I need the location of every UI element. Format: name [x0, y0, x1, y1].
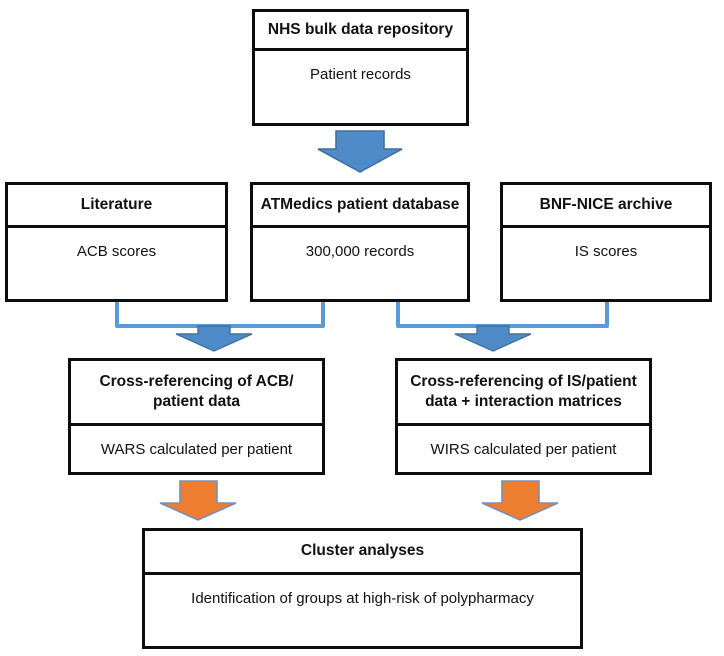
connector-right-bracket: [396, 300, 609, 328]
node-literature-title: Literature: [8, 185, 225, 228]
orange-down-arrow-right: [481, 480, 559, 521]
node-literature-body: ACB scores: [76, 243, 157, 260]
blue-down-arrow-left: [175, 325, 253, 352]
node-atmedics-database-title: ATMedics patient database: [253, 185, 467, 228]
node-nhs-repository: NHS bulk data repository Patient records: [252, 9, 469, 126]
node-cross-referencing-is-title: Cross-referencing of IS/patient data + i…: [398, 361, 649, 426]
node-cluster-analyses-title: Cluster analyses: [145, 531, 580, 575]
node-cross-referencing-acb: Cross-referencing of ACB/ patient data W…: [68, 358, 325, 475]
node-cross-referencing-acb-title: Cross-referencing of ACB/ patient data: [71, 361, 322, 426]
blue-down-arrow-top: [317, 130, 403, 173]
node-cross-referencing-acb-body: WARS calculated per patient: [100, 440, 293, 458]
node-atmedics-database-body: 300,000 records: [305, 243, 415, 260]
connector-left-bracket: [115, 300, 325, 328]
node-atmedics-database: ATMedics patient database 300,000 record…: [250, 182, 470, 302]
node-cross-referencing-is-body: WIRS calculated per patient: [430, 440, 617, 458]
orange-down-arrow-left: [159, 480, 237, 521]
node-cluster-analyses-body: Identification of groups at high-risk of…: [191, 590, 534, 607]
node-bnf-nice-archive: BNF-NICE archive IS scores: [500, 182, 712, 302]
blue-down-arrow-right: [454, 325, 532, 352]
node-nhs-repository-title: NHS bulk data repository: [255, 12, 466, 51]
node-nhs-repository-body: Patient records: [310, 66, 411, 83]
node-cluster-analyses: Cluster analyses Identification of group…: [142, 528, 583, 649]
node-literature: Literature ACB scores: [5, 182, 228, 302]
node-cross-referencing-is: Cross-referencing of IS/patient data + i…: [395, 358, 652, 475]
node-bnf-nice-archive-body: IS scores: [574, 243, 638, 260]
node-bnf-nice-archive-title: BNF-NICE archive: [503, 185, 709, 228]
